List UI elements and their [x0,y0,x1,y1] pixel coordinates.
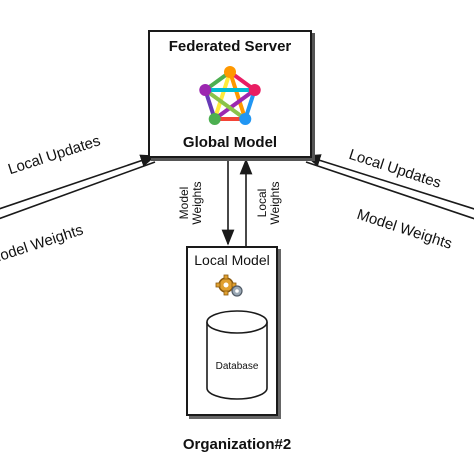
center-down-label: Model Weights [177,170,204,236]
right-update-line [304,154,474,210]
network-edge [203,87,248,122]
local-model-label: Local Model [194,252,270,268]
center-up-label: Local Weights [255,170,282,236]
left-update-line [0,154,157,210]
network-edge [228,70,248,122]
network-node [208,113,221,126]
organization-name: Organization#2 [182,436,292,453]
center-down-line-2: Weights [190,181,204,225]
federated-server-box [148,30,312,158]
left-weight-line [0,161,156,220]
network-edge [212,70,232,122]
database-label: Database [215,361,259,372]
network-node [239,113,252,126]
center-up-line-2: Weights [268,181,282,225]
right-weight-line [305,161,474,220]
network-node [248,83,261,96]
network-node [224,66,236,78]
global-model-label: Global Model [182,134,278,151]
server-title: Federated Server [168,38,292,55]
network-edge [212,87,257,122]
network-node [199,83,212,96]
